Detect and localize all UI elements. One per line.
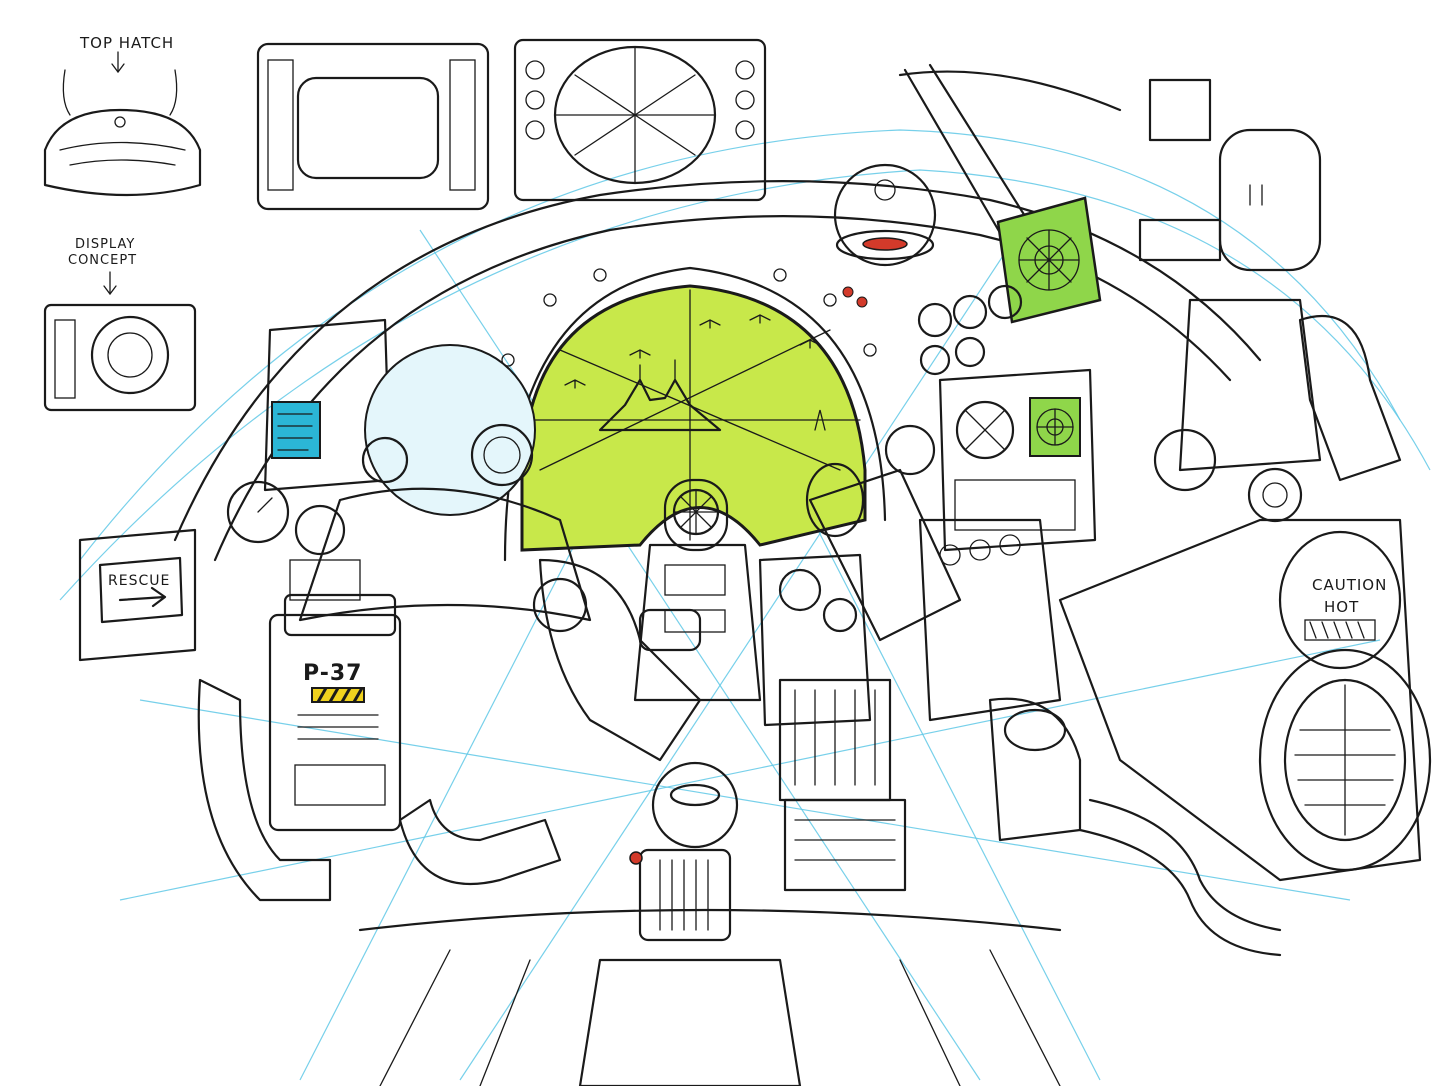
- viewport-rim-bolts: [501, 268, 877, 367]
- rescue-sign: [78, 528, 197, 662]
- labels: TOP HATCH DISPLAY CONCEPT RESCUE CAUTION…: [68, 34, 1387, 686]
- caution-label-line1: CAUTION: [1312, 576, 1387, 594]
- right-instrument-panel: [884, 368, 1097, 552]
- hatch-thumbnail: [43, 51, 202, 197]
- red-indicator-light: [629, 851, 643, 865]
- radar-thumbnail: [513, 38, 767, 202]
- left-status-screen: [271, 401, 321, 459]
- display-thumbnail: [43, 271, 197, 412]
- right-arm-barrel: [805, 462, 1282, 957]
- panel-thumbnail: [256, 42, 490, 211]
- heat-cylinder: [1058, 518, 1432, 882]
- floor-ribs: [358, 908, 1062, 1086]
- center-column: [578, 478, 802, 1086]
- pilot-backpack: [197, 593, 562, 902]
- sensor-dome: [833, 163, 937, 267]
- display-concept-label-line1: DISPLAY: [75, 237, 135, 252]
- right-gauges: [842, 284, 1023, 376]
- display-concept-label-line2: CONCEPT: [68, 253, 137, 268]
- canopy-frame: [173, 63, 1262, 562]
- construction-lines: [59, 129, 1431, 1081]
- caution-label-line2: HOT: [1324, 598, 1359, 616]
- upper-right-display: [996, 196, 1102, 324]
- left-console: [226, 318, 392, 601]
- main-viewport: [503, 266, 887, 562]
- top-hatch-label: TOP HATCH: [79, 34, 174, 52]
- pilot: [298, 344, 702, 762]
- rescue-sign-label: RESCUE: [108, 573, 170, 589]
- backpack-id-label: P-37: [303, 661, 362, 686]
- mid-instrument-block: [758, 553, 907, 892]
- right-machinery: [1138, 78, 1402, 523]
